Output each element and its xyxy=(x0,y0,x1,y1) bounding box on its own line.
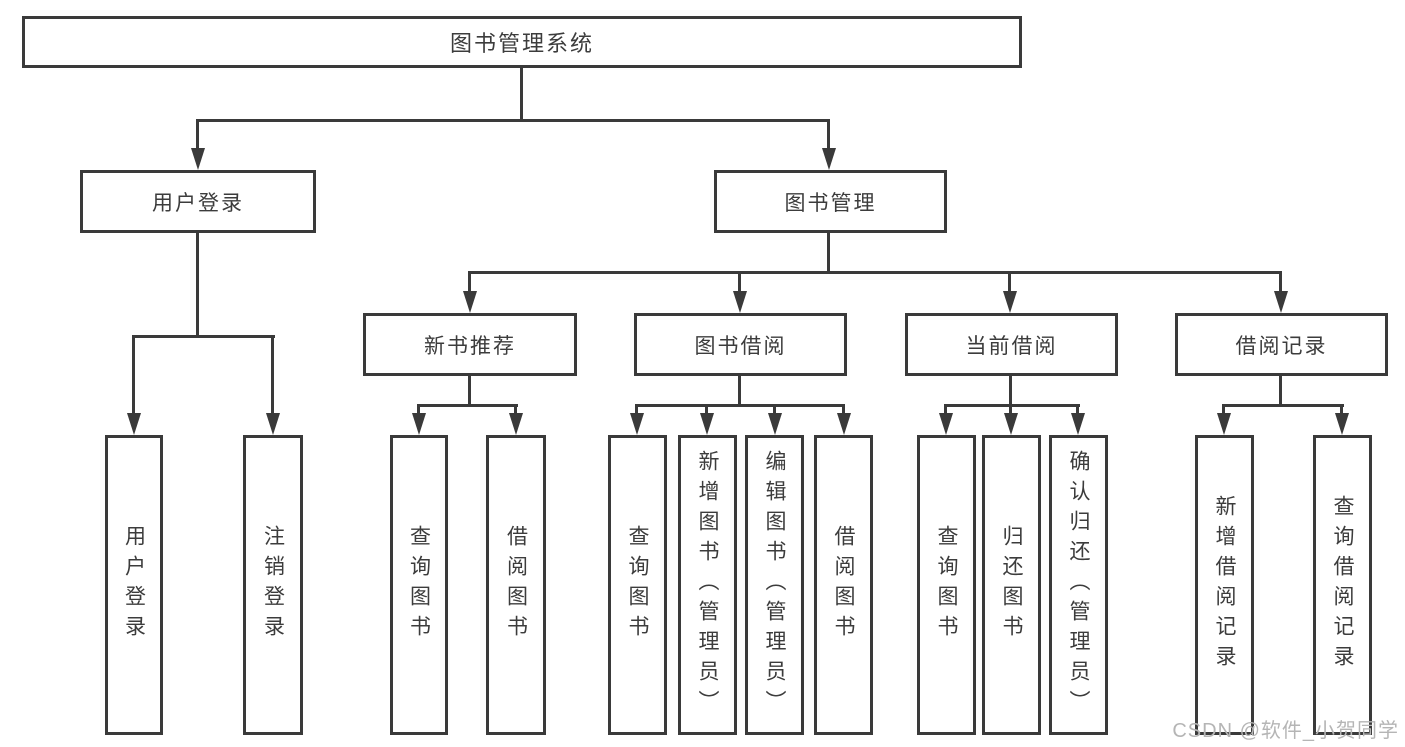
csdn-watermark: CSDN @软件_小贺同学 xyxy=(1172,720,1399,742)
connector-drop xyxy=(773,404,776,415)
leaf-borrow-add-books-admin-label: 新增图书（管理员） xyxy=(696,450,719,720)
arrow-down-icon xyxy=(837,413,851,435)
connector-user-login-rail xyxy=(132,335,275,338)
node-new-book-recommend: 新书推荐 xyxy=(363,313,577,376)
connector-drop-leaf-user-login xyxy=(132,335,135,415)
connector-drop xyxy=(417,404,420,415)
arrow-down-icon xyxy=(768,413,782,435)
node-library-system-label: 图书管理系统 xyxy=(449,31,594,56)
arrow-down-icon xyxy=(822,148,836,170)
connector-drop xyxy=(944,404,947,415)
leaf-current-query-books-label: 查询图书 xyxy=(935,525,958,645)
leaf-current-confirm-return-admin: 确认归还（管理员） xyxy=(1049,435,1108,735)
leaf-borrow-add-books-admin: 新增图书（管理员） xyxy=(678,435,737,735)
node-borrow-records-label: 借阅记录 xyxy=(1235,334,1328,358)
node-borrow-records: 借阅记录 xyxy=(1175,313,1388,376)
connector-current-borrow-stem xyxy=(1009,376,1012,406)
connector-drop xyxy=(514,404,517,415)
connector-drop-borrow-records xyxy=(1279,271,1282,295)
arrow-down-icon xyxy=(127,413,141,435)
node-user-login-label: 用户登录 xyxy=(152,191,244,215)
arrow-down-icon xyxy=(1217,413,1231,435)
leaf-logout-label: 注销登录 xyxy=(261,525,285,645)
arrow-down-icon xyxy=(1003,291,1017,313)
leaf-logout: 注销登录 xyxy=(243,435,303,735)
connector-drop-book-management xyxy=(827,119,830,151)
arrow-down-icon xyxy=(1335,413,1349,435)
connector-drop xyxy=(705,404,708,415)
leaf-user-login: 用户登录 xyxy=(105,435,163,735)
node-library-system: 图书管理系统 xyxy=(22,16,1022,68)
connector-current-borrow-rail xyxy=(944,404,1080,407)
leaf-current-return-books: 归还图书 xyxy=(982,435,1041,735)
leaf-current-query-books: 查询图书 xyxy=(917,435,976,735)
connector-book-borrow-stem xyxy=(738,376,741,406)
leaf-records-query-record: 查询借阅记录 xyxy=(1313,435,1372,735)
leaf-borrow-edit-books-admin: 编辑图书（管理员） xyxy=(745,435,804,735)
connector-drop-leaf-logout xyxy=(271,335,274,415)
leaf-records-add-record-label: 新增借阅记录 xyxy=(1213,495,1236,675)
connector-root-stem xyxy=(520,68,523,122)
connector-user-login-stem xyxy=(196,233,199,337)
connector-drop-user-login xyxy=(196,119,199,151)
connector-drop xyxy=(1340,404,1343,415)
leaf-borrow-query-books-label: 查询图书 xyxy=(626,525,649,645)
arrow-down-icon xyxy=(463,291,477,313)
leaf-newbook-borrow-books-label: 借阅图书 xyxy=(504,525,528,645)
leaf-newbook-query-books-label: 查询图书 xyxy=(407,525,431,645)
arrow-down-icon xyxy=(630,413,644,435)
leaf-borrow-query-books: 查询图书 xyxy=(608,435,667,735)
connector-drop xyxy=(842,404,845,415)
connector-drop xyxy=(635,404,638,415)
arrow-down-icon xyxy=(1004,413,1018,435)
connector-new-book-stem xyxy=(468,376,471,406)
arrow-down-icon xyxy=(266,413,280,435)
arrow-down-icon xyxy=(1274,291,1288,313)
connector-new-book-rail xyxy=(417,404,518,407)
leaf-records-add-record: 新增借阅记录 xyxy=(1195,435,1254,735)
leaf-newbook-borrow-books: 借阅图书 xyxy=(486,435,546,735)
connector-drop xyxy=(1222,404,1225,415)
leaf-newbook-query-books: 查询图书 xyxy=(390,435,448,735)
connector-borrow-records-stem xyxy=(1279,376,1282,406)
connector-book-management-rail xyxy=(468,271,1282,274)
arrow-down-icon xyxy=(191,148,205,170)
connector-drop-current-borrow xyxy=(1008,271,1011,295)
leaf-borrow-borrow-books: 借阅图书 xyxy=(814,435,873,735)
connector-book-borrow-rail xyxy=(635,404,845,407)
arrow-down-icon xyxy=(1071,413,1085,435)
connector-drop-book-borrow xyxy=(738,271,741,295)
leaf-user-login-label: 用户登录 xyxy=(122,525,146,645)
node-current-borrow: 当前借阅 xyxy=(905,313,1118,376)
connector-drop xyxy=(1076,404,1079,415)
node-book-borrow-label: 图书借阅 xyxy=(694,334,787,358)
leaf-borrow-borrow-books-label: 借阅图书 xyxy=(832,525,855,645)
node-current-borrow-label: 当前借阅 xyxy=(965,334,1058,358)
arrow-down-icon xyxy=(939,413,953,435)
node-new-book-recommend-label: 新书推荐 xyxy=(424,334,516,358)
connector-drop-new-book xyxy=(468,271,471,295)
node-book-management: 图书管理 xyxy=(714,170,947,233)
connector-drop xyxy=(1009,404,1012,415)
leaf-current-return-books-label: 归还图书 xyxy=(1000,525,1023,645)
node-book-borrow: 图书借阅 xyxy=(634,313,847,376)
leaf-borrow-edit-books-admin-label: 编辑图书（管理员） xyxy=(763,450,786,720)
leaf-records-query-record-label: 查询借阅记录 xyxy=(1331,495,1354,675)
connector-borrow-records-rail xyxy=(1222,404,1344,407)
arrow-down-icon xyxy=(733,291,747,313)
connector-book-management-stem xyxy=(827,233,830,273)
node-user-login: 用户登录 xyxy=(80,170,316,233)
arrow-down-icon xyxy=(700,413,714,435)
arrow-down-icon xyxy=(412,413,426,435)
arrow-down-icon xyxy=(509,413,523,435)
leaf-current-confirm-return-admin-label: 确认归还（管理员） xyxy=(1067,450,1090,720)
connector-root-rail xyxy=(196,119,830,122)
node-book-management-label: 图书管理 xyxy=(784,191,877,215)
